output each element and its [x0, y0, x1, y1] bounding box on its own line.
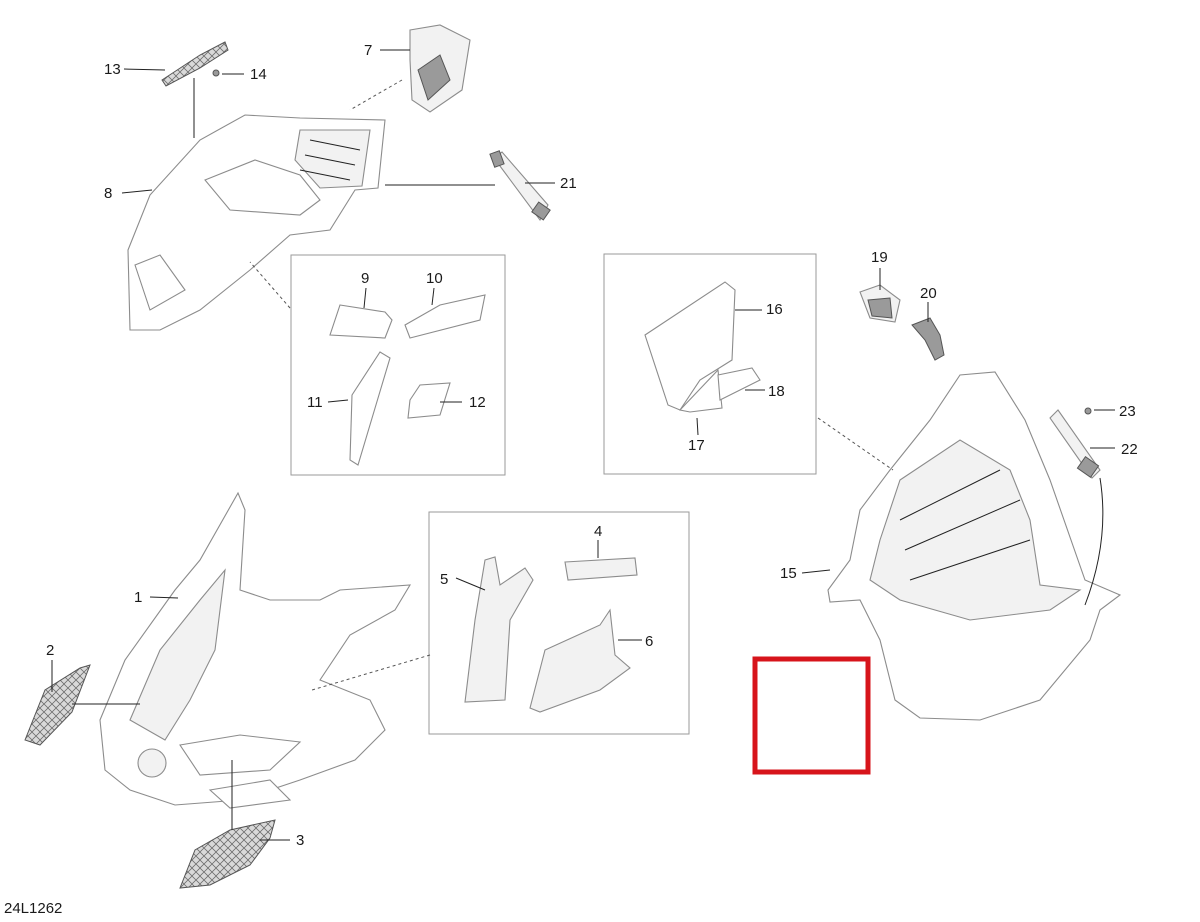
decal-kit-box-left [290, 254, 506, 476]
callout-5: 5 [440, 571, 448, 588]
part-9-decal [329, 304, 393, 339]
callout-9: 9 [361, 270, 369, 287]
leader-lines [51, 49, 1115, 841]
callout-21: 21 [560, 175, 577, 192]
part-3-lower-grille [179, 819, 276, 889]
part-10-decal [404, 294, 486, 339]
part-16-panel [644, 281, 736, 411]
part-7-bracket [409, 24, 471, 113]
callout-labels: 13 14 7 8 21 9 10 11 12 16 18 17 19 20 2… [46, 42, 1138, 849]
callout-18: 18 [768, 383, 785, 400]
part-8-upper-nose [127, 114, 386, 331]
callout-12: 12 [469, 394, 486, 411]
callout-10: 10 [426, 270, 443, 287]
part-19-connector [859, 284, 901, 323]
decal-kit-box-center [428, 511, 690, 735]
callout-1: 1 [134, 589, 142, 606]
part-5-decal [464, 556, 534, 703]
part-13-small-grille [161, 41, 229, 87]
callout-6: 6 [645, 633, 653, 650]
part-11-decal [349, 351, 391, 466]
callout-8: 8 [104, 185, 112, 202]
part-21-strap [489, 150, 551, 222]
part-22-strap [1049, 409, 1104, 606]
dashed-connectors [249, 79, 894, 691]
callout-11: 11 [307, 394, 323, 411]
callout-14: 14 [250, 66, 267, 83]
part-2-side-grille [24, 664, 91, 746]
callout-23: 23 [1119, 403, 1136, 420]
callout-2: 2 [46, 642, 54, 659]
part-4-decal [564, 557, 638, 581]
callout-16: 16 [766, 301, 783, 318]
callout-3: 3 [296, 832, 304, 849]
callout-22: 22 [1121, 441, 1138, 458]
callout-4: 4 [594, 523, 602, 540]
callout-7: 7 [364, 42, 372, 59]
callout-19: 19 [871, 249, 888, 266]
part-12-decal [407, 382, 451, 419]
part-20-clip [911, 317, 945, 361]
part-6-decal [529, 608, 631, 713]
part-18-panel [717, 367, 761, 401]
highlight-selection-box[interactable] [752, 656, 871, 775]
decal-kit-box-right [603, 253, 817, 475]
part-17-panel [678, 368, 723, 413]
callout-20: 20 [920, 285, 937, 302]
part-15-rear-cover [827, 371, 1122, 721]
callout-15: 15 [780, 565, 797, 582]
part-23-screw [1084, 407, 1092, 415]
part-1-front-cowl [99, 491, 412, 809]
callout-13: 13 [104, 61, 121, 78]
part-14-screw [212, 69, 220, 77]
callout-17: 17 [688, 437, 705, 454]
diagram-reference-code: 24L1262 [4, 900, 63, 917]
